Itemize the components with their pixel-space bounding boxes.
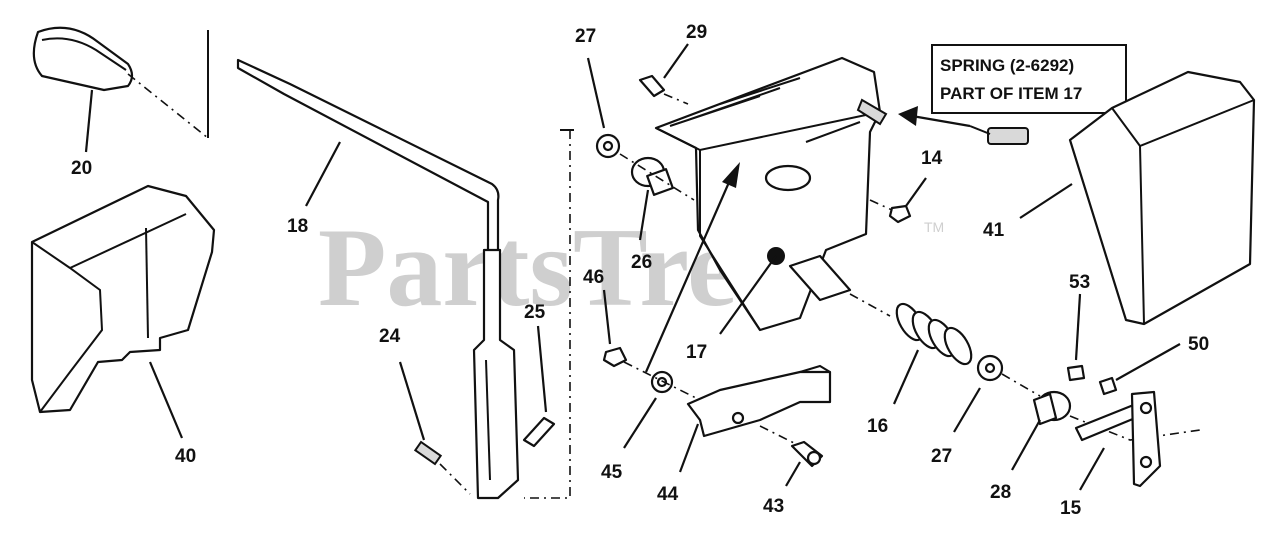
part-20-knob bbox=[32, 26, 134, 92]
callout-14: 14 bbox=[921, 148, 943, 169]
part-40-shroud bbox=[30, 184, 216, 414]
callout-29: 29 bbox=[686, 22, 707, 43]
callout-20: 20 bbox=[71, 158, 92, 179]
spring-detail bbox=[856, 98, 888, 126]
leader-53 bbox=[1074, 293, 1082, 361]
callout-50: 50 bbox=[1188, 334, 1209, 355]
callout-27a: 27 bbox=[575, 26, 596, 47]
part-44-link bbox=[686, 364, 832, 438]
note-arrow bbox=[911, 114, 971, 128]
shaft-boss bbox=[788, 254, 852, 302]
leader-46 bbox=[602, 289, 612, 345]
part-16-spring bbox=[895, 302, 973, 366]
note-line-1: SPRING (2-6292) bbox=[940, 56, 1074, 75]
leader-27b bbox=[953, 387, 981, 433]
part-45-washer-hole bbox=[656, 376, 668, 388]
callout-44: 44 bbox=[657, 484, 679, 505]
spring-loose bbox=[969, 125, 1029, 145]
part-29-bolt bbox=[638, 74, 666, 98]
leader-14 bbox=[905, 177, 927, 207]
part-27-washer-hole bbox=[602, 140, 614, 152]
leader-18 bbox=[305, 141, 341, 207]
callout-53: 53 bbox=[1069, 272, 1090, 293]
leader-17-arrow bbox=[644, 179, 732, 373]
callout-40: 40 bbox=[175, 446, 196, 467]
callout-15: 15 bbox=[1060, 498, 1082, 519]
centerline-27b bbox=[1001, 373, 1041, 397]
callout-26: 26 bbox=[631, 252, 652, 273]
part-24-bolt bbox=[413, 440, 443, 466]
part-25-bolt bbox=[522, 416, 556, 448]
leader-45 bbox=[623, 397, 657, 449]
leader-24 bbox=[398, 361, 426, 441]
note-arrowhead bbox=[898, 106, 918, 126]
callout-17: 17 bbox=[686, 342, 707, 363]
callout-16: 16 bbox=[867, 416, 888, 437]
callout-43: 43 bbox=[763, 496, 784, 517]
leader-26 bbox=[638, 189, 650, 241]
centerline-14 bbox=[869, 199, 893, 211]
leader-17 bbox=[719, 255, 777, 335]
centerline-45 bbox=[623, 361, 701, 401]
part-15-lever bbox=[1074, 390, 1162, 488]
leader-50 bbox=[1115, 343, 1181, 381]
centerline-20 bbox=[127, 73, 209, 139]
watermark-tm: TM bbox=[924, 219, 944, 235]
callout-24: 24 bbox=[379, 326, 401, 347]
spring-note: SPRING (2-6292) PART OF ITEM 17 bbox=[931, 44, 1127, 114]
part-17-bracket bbox=[654, 56, 882, 332]
leader-20 bbox=[84, 89, 94, 153]
callout-41: 41 bbox=[983, 220, 1005, 241]
leader-43 bbox=[785, 461, 801, 487]
part-43-bolt bbox=[790, 440, 824, 468]
centerline-29 bbox=[663, 93, 689, 105]
callout-25: 25 bbox=[524, 302, 546, 323]
arrowhead-17 bbox=[722, 162, 740, 188]
leader-25 bbox=[536, 325, 548, 413]
leader-44 bbox=[678, 423, 700, 473]
centerline-44 bbox=[759, 425, 801, 447]
leader-29 bbox=[663, 43, 689, 79]
part-41-panel bbox=[1068, 70, 1256, 326]
part-50-washer bbox=[1098, 376, 1118, 396]
leader-28 bbox=[1011, 419, 1041, 471]
part-46-nut bbox=[602, 346, 628, 368]
leader-41 bbox=[1019, 183, 1073, 219]
part-26-bushing bbox=[630, 156, 674, 196]
callout-46: 46 bbox=[583, 267, 604, 288]
callout-45: 45 bbox=[601, 462, 623, 483]
leader-27a bbox=[586, 57, 606, 129]
leader-40 bbox=[148, 361, 184, 439]
note-line-2: PART OF ITEM 17 bbox=[940, 84, 1082, 103]
part-14-nut bbox=[888, 204, 912, 224]
callout-18: 18 bbox=[287, 216, 308, 237]
part-53-nut bbox=[1066, 364, 1086, 382]
centerline-24 bbox=[439, 463, 471, 495]
part-27-washer-right-hole bbox=[984, 362, 996, 374]
centerline-27 bbox=[619, 153, 695, 201]
leader-15 bbox=[1079, 447, 1105, 491]
part-28-bushing bbox=[1032, 390, 1072, 426]
centerline-16 bbox=[849, 293, 891, 317]
callout-27b: 27 bbox=[931, 446, 952, 467]
part-18-shift-rod bbox=[236, 58, 520, 500]
callout-28: 28 bbox=[990, 482, 1011, 503]
leader-16 bbox=[892, 349, 920, 405]
